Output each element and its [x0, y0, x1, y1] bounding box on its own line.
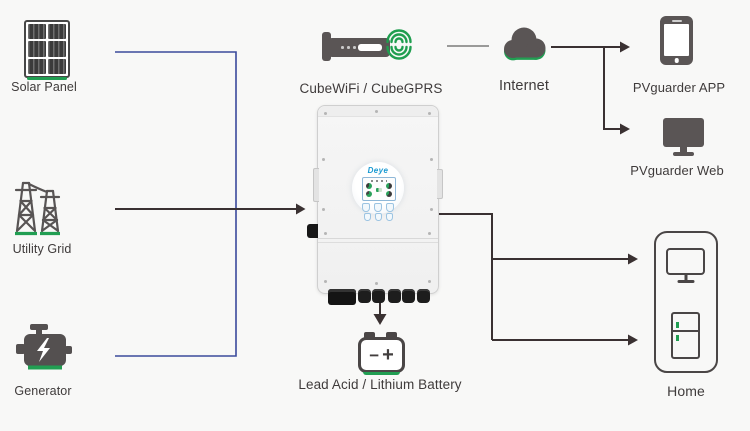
pvguarder-app-label: PVguarder APP [632, 80, 726, 95]
arrowhead-home-bottom [628, 334, 638, 346]
line-solar-generator-bus [115, 51, 237, 357]
lightning-bolt-icon [37, 338, 50, 362]
cable-box [328, 289, 356, 305]
cable-gland [417, 289, 430, 303]
utility-grid-icon [14, 181, 61, 236]
utility-grid-label: Utility Grid [12, 242, 72, 256]
cubewifi-dongle-icon [328, 38, 390, 57]
battery-body: − + [358, 337, 405, 375]
arrowhead-to-inverter [296, 203, 306, 215]
fridge-handle-top [676, 322, 679, 328]
tv-icon [666, 248, 705, 275]
inverter-seam [318, 238, 438, 243]
pvguarder-web-label: PVguarder Web [630, 163, 724, 178]
inverter-buttons-row-1 [318, 203, 438, 212]
internet-cloud-icon [504, 27, 546, 61]
tv-base [677, 280, 695, 283]
dc-switch-knob [307, 224, 318, 238]
cable-gland [358, 289, 371, 303]
cable-gland [372, 289, 385, 303]
monitor-icon [663, 118, 704, 147]
generator-label: Generator [14, 384, 72, 398]
cable-gland [388, 289, 401, 303]
inverter-lcd-screen [362, 177, 396, 201]
arrowhead-to-battery [373, 314, 387, 325]
tv-stand [684, 275, 688, 280]
arrowhead-to-app [620, 41, 630, 53]
dongle-led [341, 46, 344, 49]
dongle-led [347, 46, 350, 49]
cable-gland [402, 289, 415, 303]
generator-icon [16, 324, 72, 370]
lcd-battery-glyph [366, 191, 372, 197]
cubewifi-label: CubeWiFi / CubeGPRS [299, 81, 443, 96]
dongle-slot [358, 44, 382, 51]
inverter-buttons-row-2 [318, 213, 438, 221]
phone-home-button [674, 58, 679, 63]
line-internet-to-web [603, 47, 620, 130]
battery-icon: − + [358, 332, 406, 376]
fridge-divider [673, 330, 698, 332]
dongle-led [353, 46, 356, 49]
monitor-base [673, 152, 694, 156]
battery-terminal [386, 332, 397, 338]
phone-speaker [671, 19, 682, 22]
wifi-signal-icon [386, 29, 412, 60]
internet-label: Internet [499, 78, 549, 94]
mounting-tab-right [437, 169, 443, 199]
arrowhead-to-web [620, 123, 630, 135]
line-inverter-to-home-bus [437, 213, 493, 340]
home-label: Home [667, 383, 705, 399]
lcd-grid-glyph [386, 183, 392, 189]
brand-logo: Deye [367, 166, 389, 175]
battery-minus-symbol: − [369, 345, 380, 365]
fridge-handle-bottom [676, 335, 679, 341]
battery-plus-symbol: + [382, 344, 394, 366]
phone-screen [664, 24, 689, 56]
smartphone-icon [660, 16, 693, 65]
solar-panel-label: Solar Panel [11, 80, 77, 94]
fridge-icon [671, 312, 700, 359]
battery-terminal [364, 332, 375, 338]
lcd-flow-arrows [376, 188, 382, 193]
cubewifi-dongle-flange [322, 32, 331, 61]
monitor-stand [680, 147, 687, 152]
inverter-top-cap [318, 106, 438, 117]
home-box [654, 231, 718, 373]
mounting-tab-left [313, 168, 319, 202]
arrowhead-home-top [628, 253, 638, 265]
solar-panel-icon [24, 20, 70, 80]
battery-label: Lead Acid / Lithium Battery [298, 377, 462, 392]
inverter-device: Deye [307, 105, 443, 305]
lcd-load-glyph [386, 191, 392, 197]
solar-cells [28, 24, 66, 74]
lcd-solar-glyph [366, 183, 372, 189]
